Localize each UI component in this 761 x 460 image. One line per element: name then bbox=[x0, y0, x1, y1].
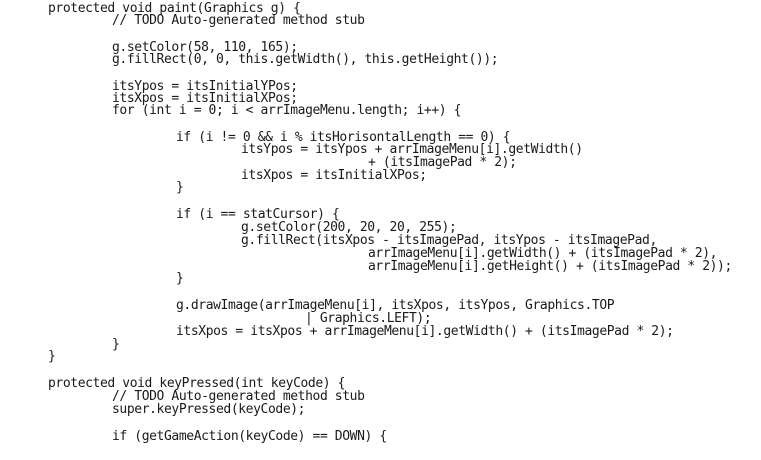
code-line: protected void paint(Graphics g) { bbox=[48, 1, 301, 16]
code-line: // TODO Auto-generated method stub bbox=[112, 389, 365, 404]
code-line: | Graphics.LEFT); bbox=[305, 311, 432, 326]
code-line: arrImageMenu[i].getHeight() + (itsImageP… bbox=[368, 259, 732, 274]
code-line: g.fillRect(itsXpos - itsImagePad, itsYpo… bbox=[241, 233, 657, 248]
code-line: g.drawImage(arrImageMenu[i], itsXpos, it… bbox=[176, 298, 615, 313]
code-line: } bbox=[48, 349, 56, 364]
code-line: } bbox=[176, 180, 184, 195]
code-line: itsXpos = itsInitialXPos; bbox=[241, 168, 427, 183]
code-line: super.keyPressed(keyCode); bbox=[112, 402, 306, 417]
code-line: // TODO Auto-generated method stub bbox=[112, 13, 365, 28]
code-line: itsYpos = itsYpos + arrImageMenu[i].getW… bbox=[241, 142, 583, 157]
code-line: g.setColor(58, 110, 165); bbox=[112, 40, 298, 55]
code-line: for (int i = 0; i < arrImageMenu.length;… bbox=[112, 103, 462, 118]
code-line: g.fillRect(0, 0, this.getWidth(), this.g… bbox=[112, 52, 499, 67]
code-line: arrImageMenu[i].getWidth() + (itsImagePa… bbox=[368, 246, 718, 261]
code-line: } bbox=[176, 271, 184, 286]
code-line: if (i != 0 && i % itsHorisontalLength ==… bbox=[176, 130, 511, 145]
code-line: if (getGameAction(keyCode) == DOWN) { bbox=[112, 429, 387, 444]
code-line: itsXpos = itsXpos + arrImageMenu[i].getW… bbox=[176, 324, 674, 339]
code-line: } bbox=[112, 337, 120, 352]
code-line: if (i == statCursor) { bbox=[176, 207, 340, 222]
code-line: + (itsImagePad * 2); bbox=[368, 155, 517, 170]
code-line: protected void keyPressed(int keyCode) { bbox=[48, 376, 346, 391]
code-line: itsYpos = itsInitialYPos; bbox=[112, 79, 298, 94]
code-line: itsXpos = itsInitialXPos; bbox=[112, 91, 298, 106]
code-line: g.setColor(200, 20, 20, 255); bbox=[241, 220, 457, 235]
